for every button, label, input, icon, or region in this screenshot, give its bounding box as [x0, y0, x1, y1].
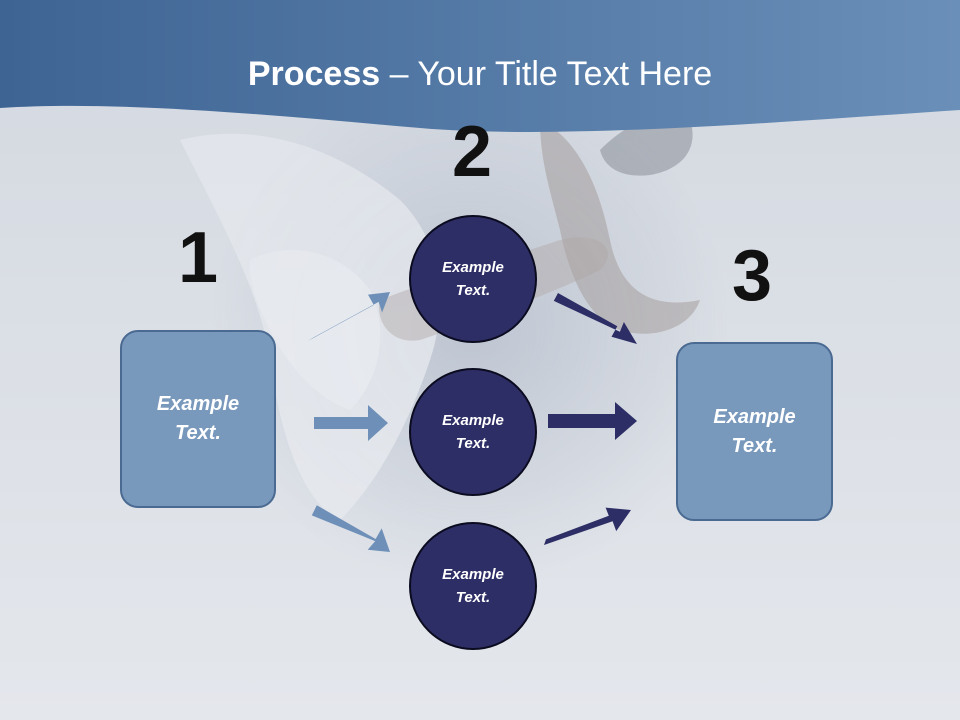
arrows-right-group: [544, 293, 637, 545]
header-band: [0, 0, 960, 132]
step-number-3: 3: [731, 236, 773, 316]
title-rest: – Your Title Text Here: [380, 55, 713, 93]
arrow-left-to-middle: [314, 405, 388, 441]
arrows-left-group: [308, 292, 390, 552]
left-process-box: Example Text.: [120, 330, 276, 508]
arrow-left-to-top: [308, 292, 390, 341]
circle-top: Example Text.: [409, 215, 537, 343]
arrow-middle-to-right: [548, 402, 637, 440]
arrow-bottom-to-right: [544, 507, 631, 545]
step-number-2: 2: [451, 112, 493, 192]
arrow-left-to-bottom: [311, 505, 390, 552]
step-number-1: 1: [177, 218, 219, 298]
circle-bottom: Example Text.: [409, 522, 537, 650]
right-process-box: Example Text.: [676, 342, 833, 521]
circle-middle: Example Text.: [409, 368, 537, 496]
slide-title: Process – Your Title Text Here: [0, 52, 960, 96]
arrow-top-to-right: [553, 293, 637, 344]
title-bold: Process: [247, 55, 381, 93]
